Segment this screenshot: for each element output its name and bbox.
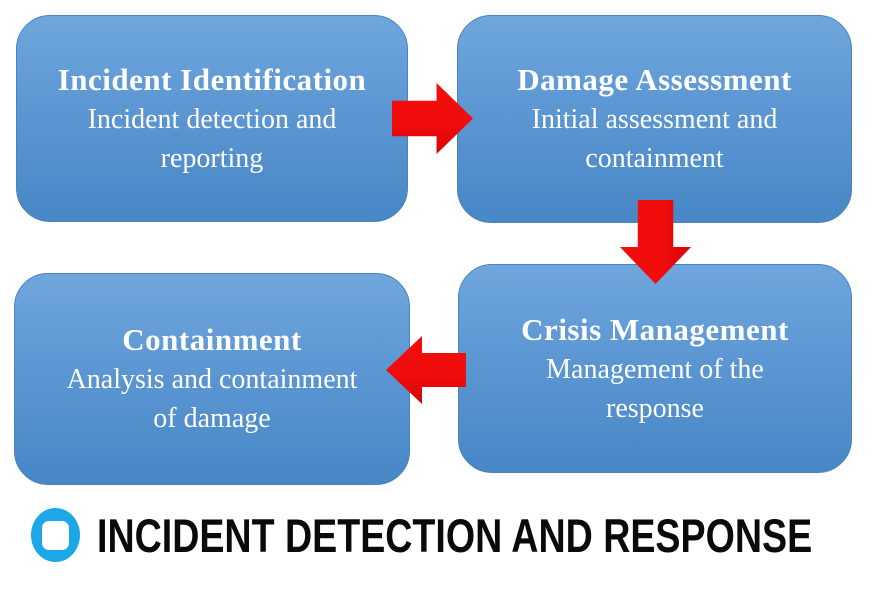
flow-box-subtitle: Incident detection and reporting: [87, 103, 337, 174]
flow-box-incident-identification: Incident Identification Incident detecti…: [16, 15, 408, 222]
flow-box-title: Incident Identification: [57, 61, 367, 97]
flow-box-title: Containment: [122, 322, 302, 357]
rounded-square-bullet-icon: [31, 508, 80, 562]
flow-box-title: Damage Assessment: [517, 62, 792, 97]
rounded-square-inner: [42, 520, 69, 550]
flow-box-subtitle: Management of the response: [546, 353, 764, 424]
diagram-title: INCIDENT DETECTION AND RESPONSE: [97, 508, 813, 562]
flow-box-title: Crisis Management: [521, 311, 789, 347]
flow-box-crisis-management: Crisis Management Management of the resp…: [458, 264, 852, 473]
flow-box-subtitle: Initial assessment and containment: [531, 104, 778, 174]
flow-box-damage-assessment: Damage Assessment Initial assessment and…: [457, 15, 852, 223]
flow-box-subtitle: Analysis and containment of damage: [66, 364, 358, 434]
flow-box-containment: Containment Analysis and containment of …: [14, 273, 410, 485]
diagram-footer: INCIDENT DETECTION AND RESPONSE: [31, 504, 879, 566]
